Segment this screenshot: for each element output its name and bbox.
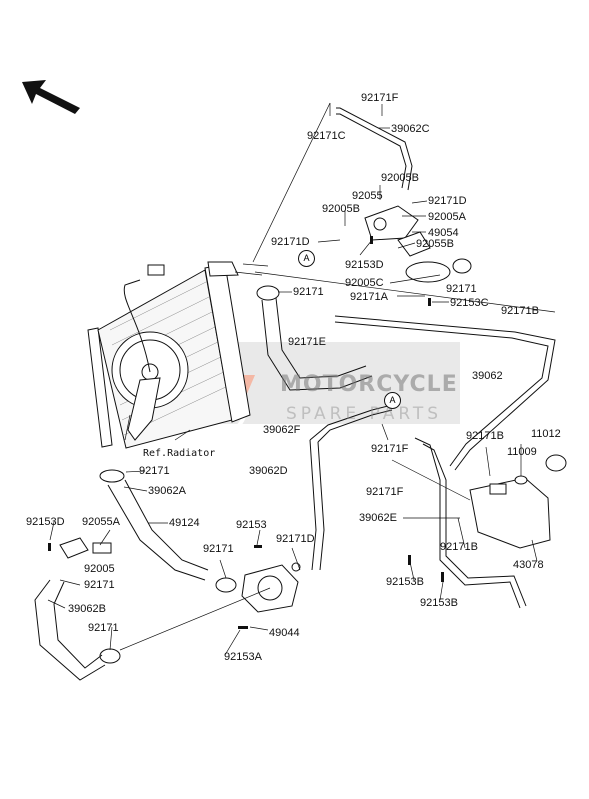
part-label-92005b-b[interactable]: 92005B [322, 203, 360, 215]
part-label-92005[interactable]: 92005 [84, 563, 115, 575]
part-label-39062d[interactable]: 39062D [249, 465, 288, 477]
part-label-92171b-top[interactable]: 92171B [501, 305, 539, 317]
part-label-11009[interactable]: 11009 [507, 446, 537, 458]
part-label-39062b[interactable]: 39062B [68, 603, 106, 615]
part-label-39062f[interactable]: 39062F [263, 424, 301, 436]
watermark-subtitle: SPARE PARTS [286, 404, 443, 424]
part-label-43078[interactable]: 43078 [513, 559, 544, 571]
part-label-92171-upper[interactable]: 92171 [446, 283, 477, 295]
part-label-92153b-b[interactable]: 92153B [420, 597, 458, 609]
part-label-92171b-low[interactable]: 92171B [440, 541, 478, 553]
part-label-11012[interactable]: 11012 [531, 428, 561, 440]
part-label-92153c[interactable]: 92153C [450, 297, 489, 309]
part-label-92055[interactable]: 92055 [352, 190, 383, 202]
part-label-92153d-top[interactable]: 92153D [345, 259, 384, 271]
ref-radiator-label: Ref.Radiator [143, 448, 216, 459]
radiator-assembly [87, 261, 251, 449]
part-label-92171-bottom[interactable]: 92171 [88, 622, 119, 634]
part-label-92171d-right[interactable]: 92171D [428, 195, 467, 207]
part-label-92171d-left[interactable]: 92171D [271, 236, 310, 248]
part-label-49044[interactable]: 49044 [269, 627, 300, 639]
part-label-39062[interactable]: 39062 [472, 370, 503, 382]
part-label-92171f-top[interactable]: 92171F [361, 92, 399, 104]
part-label-39062c[interactable]: 39062C [391, 123, 430, 135]
part-label-92171b-mid[interactable]: 92171B [466, 430, 504, 442]
part-label-92171c[interactable]: 92171C [307, 130, 346, 142]
part-label-49054[interactable]: 49054 [428, 227, 459, 239]
part-label-92153a[interactable]: 92153A [224, 651, 262, 663]
clip-92005 [59, 537, 112, 559]
part-label-92005a[interactable]: 92005A [428, 211, 466, 223]
part-label-92171e[interactable]: 92171E [288, 336, 326, 348]
watermark-title: MOTORCYCLE [280, 372, 458, 397]
callout-a-lower[interactable]: A [384, 392, 401, 409]
leader-lines [47, 102, 556, 656]
part-label-92005c[interactable]: 92005C [345, 277, 384, 289]
part-label-92171f-mid[interactable]: 92171F [371, 443, 409, 455]
part-label-92005b-a[interactable]: 92005B [381, 172, 419, 184]
part-label-92055b[interactable]: 92055B [416, 238, 454, 250]
water-pump [241, 562, 301, 613]
part-label-39062a[interactable]: 39062A [148, 485, 186, 497]
front-direction-arrow-icon [22, 80, 80, 114]
thermostat-housing [364, 205, 451, 283]
part-label-49124[interactable]: 49124 [169, 517, 200, 529]
hoses [34, 107, 556, 681]
part-label-92171-radiator[interactable]: 92171 [293, 286, 324, 298]
reservoir-tank [469, 454, 567, 549]
part-label-92171f-low[interactable]: 92171F [366, 486, 404, 498]
part-label-92171-hose[interactable]: 92171 [139, 465, 170, 477]
part-label-92171-pump[interactable]: 92171 [203, 543, 234, 555]
part-label-92055a[interactable]: 92055A [82, 516, 120, 528]
callout-a-upper[interactable]: A [298, 250, 315, 267]
part-label-92171-left[interactable]: 92171 [84, 579, 115, 591]
part-label-92153[interactable]: 92153 [236, 519, 267, 531]
part-label-92171a[interactable]: 92171A [350, 291, 388, 303]
part-label-92171d-pump[interactable]: 92171D [276, 533, 315, 545]
part-label-92153d-left[interactable]: 92153D [26, 516, 65, 528]
part-label-39062e[interactable]: 39062E [359, 512, 397, 524]
bolts [48, 236, 444, 629]
part-label-92153b-a[interactable]: 92153B [386, 576, 424, 588]
